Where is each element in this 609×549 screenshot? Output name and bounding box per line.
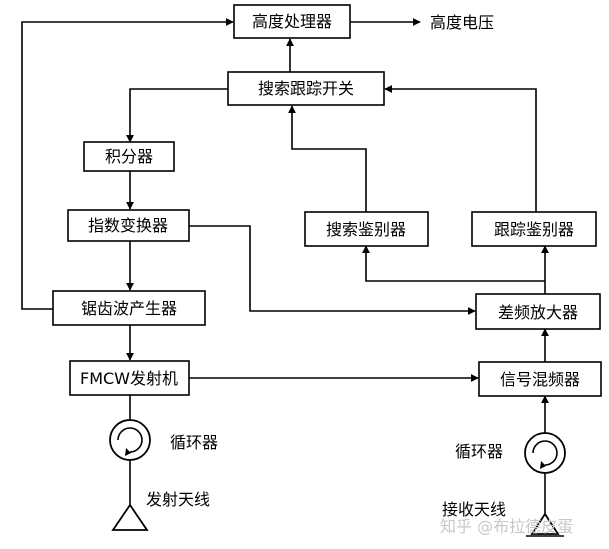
height-processor-label: 高度处理器 [252,12,332,31]
height-processor-block: 高度处理器 [233,4,351,39]
circulator-tx-label: 循环器 [170,433,218,452]
height-voltage-label: 高度电压 [430,13,494,32]
exponential-converter-block: 指数变换器 [67,209,190,242]
exp-to-amplifier-arrow [189,225,476,315]
search-track-switch-label: 搜索跟踪开关 [258,79,354,98]
sawtooth-generator-label: 锯齿波产生器 [81,299,177,318]
track-discriminator-block: 跟踪鉴别器 [471,211,597,247]
diff-freq-amplifier-label: 差频放大器 [498,303,578,322]
integrator-block: 积分器 [83,141,175,172]
signal-mixer-label: 信号混频器 [500,370,580,389]
track-disc-to-switch-arrow [384,85,537,212]
circulator-rx-label: 循环器 [455,442,503,461]
exponential-converter-label: 指数变换器 [88,216,168,235]
search-track-switch-block: 搜索跟踪开关 [227,71,385,106]
rx-circulator-icon [524,432,566,474]
rx-antenna-icon [526,512,564,537]
watermark: 知乎 @布拉德皮蛋 [440,517,573,536]
diff-freq-amplifier-block: 差频放大器 [475,293,601,330]
connectors [21,18,549,514]
fmcw-transmitter-label: FMCW发射机 [80,369,178,388]
fmcw-transmitter-block: FMCW发射机 [69,360,190,396]
sawtooth-generator-block: 锯齿波产生器 [52,290,206,326]
track-discriminator-label: 跟踪鉴别器 [494,220,574,239]
tx-circulator-icon [109,419,151,461]
search-discriminator-block: 搜索鉴别器 [304,211,429,247]
search-discriminator-label: 搜索鉴别器 [326,220,406,239]
sawtooth-to-processor-arrow [21,18,234,310]
switch-to-integrator-arrow [126,88,228,143]
tx-antenna-icon [111,503,149,531]
integrator-label: 积分器 [105,147,153,166]
rx-antenna-label: 接收天线 [442,500,506,519]
search-disc-to-switch-arrow [288,105,367,212]
signal-mixer-block: 信号混频器 [478,361,602,397]
tx-antenna-label: 发射天线 [146,490,210,509]
split-to-search-disc-arrow [362,245,545,282]
